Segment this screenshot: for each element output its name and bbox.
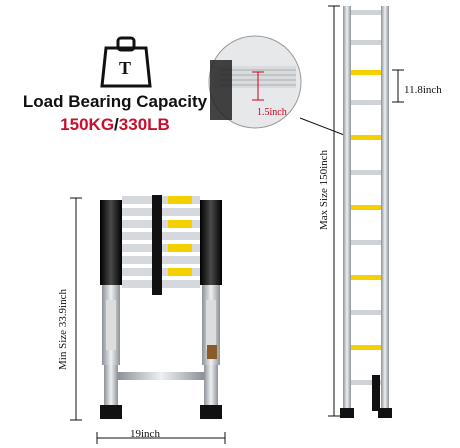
width-label: 19inch bbox=[130, 428, 160, 440]
weight-icon bbox=[100, 36, 152, 88]
max-size-label: Max Size 150inch bbox=[318, 149, 330, 230]
load-capacity-title: Load Bearing Capacity bbox=[22, 92, 208, 111]
rung-spacing-dimension bbox=[392, 69, 404, 103]
extended-ladder bbox=[340, 6, 392, 418]
load-value-sep: / bbox=[114, 115, 119, 134]
rung-spacing-label: 11.8inch bbox=[404, 84, 442, 96]
load-capacity-value: 150KG/330LB bbox=[20, 115, 210, 135]
weight-icon-letter: T bbox=[119, 58, 132, 78]
load-value-kg: 150KG bbox=[60, 115, 115, 134]
width-dimension bbox=[96, 432, 226, 444]
folded-ladder bbox=[100, 195, 222, 419]
rung-depth-label: 1.5inch bbox=[257, 107, 287, 118]
max-size-dimension bbox=[328, 5, 340, 417]
zoom-detail-circle bbox=[208, 35, 302, 129]
load-value-lb: 330LB bbox=[118, 115, 170, 134]
min-size-dimension bbox=[70, 197, 82, 421]
min-size-label: Min Size 33.9inch bbox=[57, 289, 69, 370]
